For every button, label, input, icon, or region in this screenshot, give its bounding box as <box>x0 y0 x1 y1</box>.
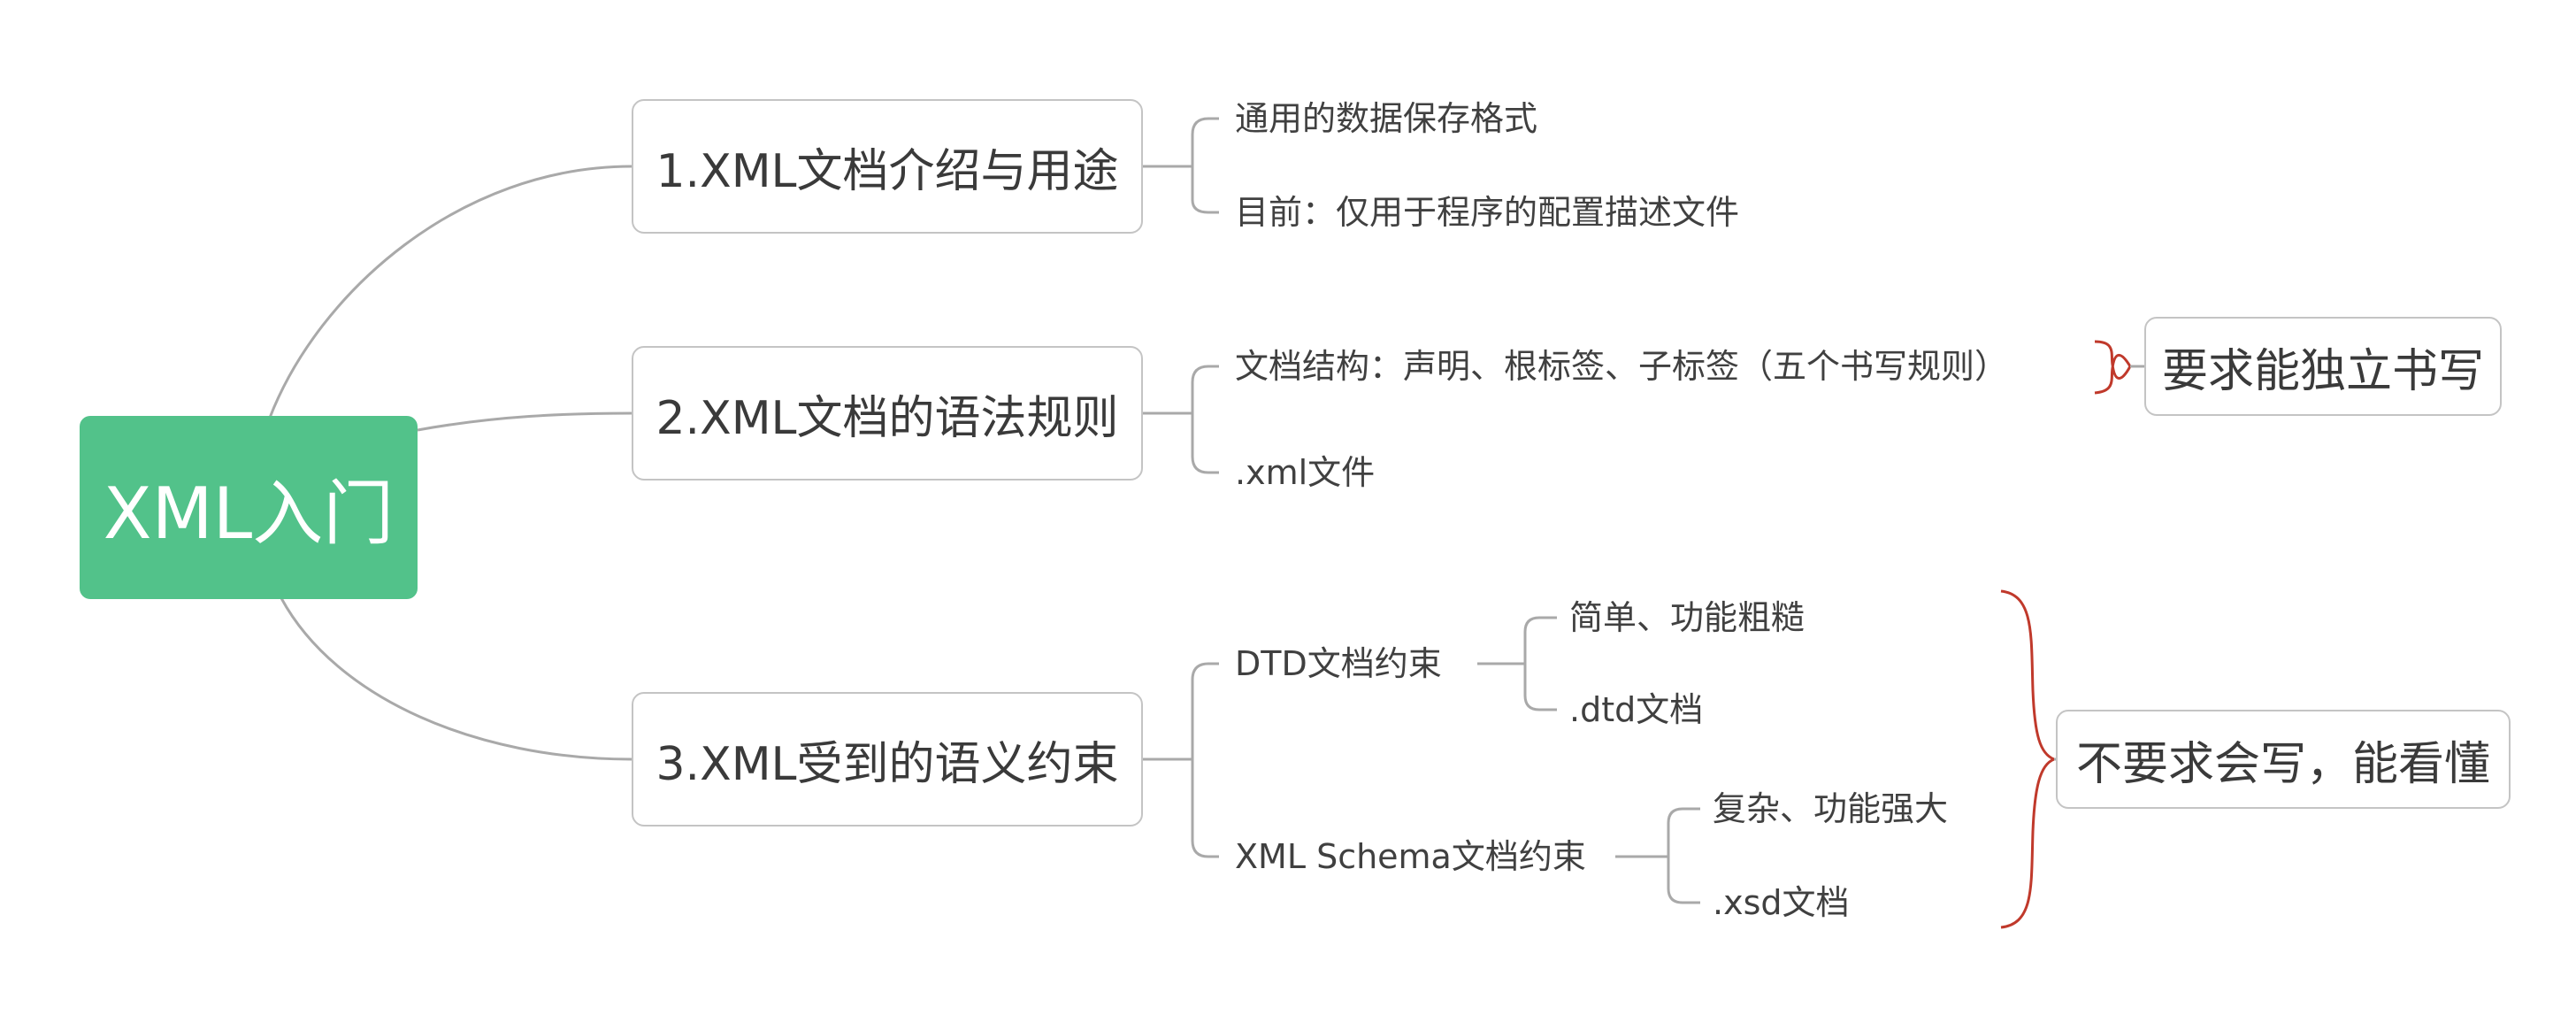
branch-label: 3.XML受到的语义约束 <box>656 737 1119 791</box>
branch-label: 2.XML文档的语法规则 <box>656 391 1119 445</box>
subtopic-dtd[interactable]: DTD文档约束 <box>1235 644 1442 683</box>
root-node[interactable]: XML入门 <box>80 416 418 599</box>
summary-label: 要求能独立书写 <box>2161 344 2484 398</box>
connector-dtd-children <box>1477 616 1557 711</box>
leaf-topic[interactable]: 目前：仅用于程序的配置描述文件 <box>1235 193 1740 232</box>
leaf-topic[interactable]: 复杂、功能强大 <box>1713 789 1949 828</box>
subtopic-xml-schema[interactable]: XML Schema文档约束 <box>1235 837 1586 876</box>
connector-root-branch2 <box>417 411 632 432</box>
leaf-topic[interactable]: .dtd文档 <box>1569 690 1704 729</box>
root-label: XML入门 <box>103 472 395 555</box>
leaf-topic[interactable]: 简单、功能粗糙 <box>1569 598 1806 637</box>
connector-root-branch3 <box>280 597 632 761</box>
summary-node-2[interactable]: 不要求会写，能看懂 <box>2056 710 2511 809</box>
summary-brace-1 <box>2094 340 2132 395</box>
leaf-topic[interactable]: .xsd文档 <box>1713 883 1850 922</box>
summary-label: 不要求会写，能看懂 <box>2075 737 2490 791</box>
connector-branch1-children <box>1143 117 1219 214</box>
branch-node-2[interactable]: 2.XML文档的语法规则 <box>632 346 1143 481</box>
connector-branch2-children <box>1143 365 1219 474</box>
leaf-topic[interactable]: 通用的数据保存格式 <box>1235 99 1538 138</box>
connector-schema-children <box>1615 807 1700 904</box>
branch-node-1[interactable]: 1.XML文档介绍与用途 <box>632 99 1143 234</box>
branch-label: 1.XML文档介绍与用途 <box>656 144 1119 198</box>
leaf-topic[interactable]: 文档结构：声明、根标签、子标签（五个书写规则） <box>1235 347 2009 386</box>
connector-branch3-children <box>1143 662 1219 858</box>
summary-node-1[interactable]: 要求能独立书写 <box>2144 317 2502 416</box>
summary-brace-2 <box>2000 589 2058 929</box>
connector-root-branch1 <box>268 165 632 419</box>
leaf-topic[interactable]: .xml文件 <box>1235 453 1376 492</box>
branch-node-3[interactable]: 3.XML受到的语义约束 <box>632 692 1143 827</box>
